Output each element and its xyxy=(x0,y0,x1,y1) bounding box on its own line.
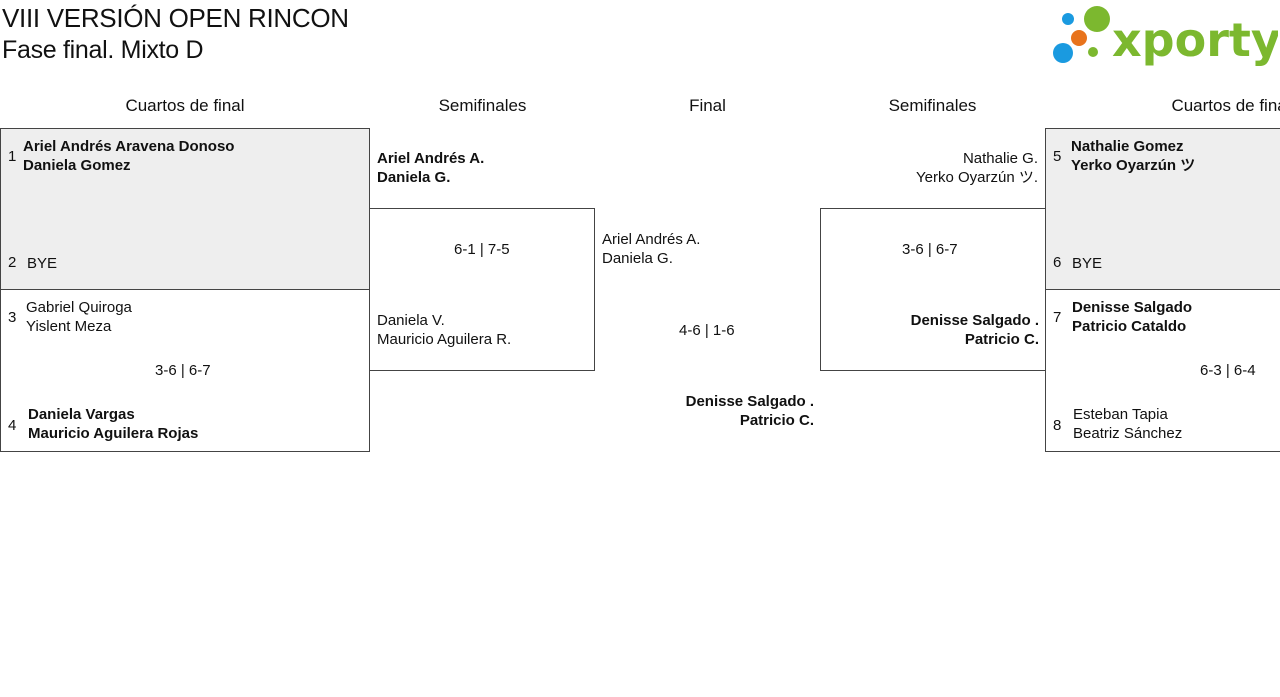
player-name: Daniela G. xyxy=(377,169,451,186)
player-name: Denisse Salgado . xyxy=(685,393,814,410)
column-heading-final: Final xyxy=(689,96,726,115)
page-title: VIII VERSIÓN OPEN RINCON xyxy=(2,3,349,33)
player-name: Denisse Salgado xyxy=(1072,299,1193,316)
player-name: Daniela G. xyxy=(602,250,673,267)
logo-text: xporty xyxy=(1112,13,1278,67)
seed-number: 8 xyxy=(1053,417,1062,434)
player-name: Ariel Andrés A. xyxy=(377,150,485,167)
sf-right-match[interactable]: 3-6 | 6-7 Denisse Salgado . Patricio C. xyxy=(820,208,1046,371)
qf-right-match-1[interactable]: 5 Nathalie Gomez Yerko Oyarzún ツ 6 BYE xyxy=(1045,128,1280,290)
column-heading-qf-right: Cuartos de final xyxy=(1171,96,1280,115)
page-subtitle: Fase final. Mixto D xyxy=(2,36,204,64)
player-name: Daniela Gomez xyxy=(23,157,131,174)
column-heading-qf-left: Cuartos de final xyxy=(125,96,245,115)
seed-number: 2 xyxy=(8,254,17,271)
seed-number: 6 xyxy=(1053,254,1062,271)
seed-number: 7 xyxy=(1053,309,1062,326)
match-score: 6-1 | 7-5 xyxy=(454,241,510,258)
player-name: Yerko Oyarzún ツ xyxy=(1071,157,1196,174)
logo-dots-icon: xporty xyxy=(1053,6,1278,67)
final-score: 4-6 | 1-6 xyxy=(679,322,735,339)
player-name: Gabriel Quiroga xyxy=(26,299,132,316)
qf-left-match-2[interactable]: 3 Gabriel Quiroga Yislent Meza 3-6 | 6-7… xyxy=(0,289,370,452)
player-name: Ariel Andrés Aravena Donoso xyxy=(23,138,235,155)
seed-number: 1 xyxy=(8,148,17,165)
seed-number: 5 xyxy=(1053,148,1062,165)
player-name: Nathalie Gomez xyxy=(1071,138,1184,155)
xporty-logo[interactable]: xporty xyxy=(1052,4,1278,68)
player-name: Nathalie G. xyxy=(962,150,1038,167)
player-name: Patricio C. xyxy=(739,412,814,429)
player-name: Yerko Oyarzún ツ. xyxy=(916,169,1038,186)
player-name: Patricio Cataldo xyxy=(1072,318,1187,335)
player-name: Daniela V. xyxy=(377,312,445,329)
player-name: Patricio C. xyxy=(964,331,1039,348)
qf-right-match-2[interactable]: 7 Denisse Salgado Patricio Cataldo 6-3 |… xyxy=(1045,289,1280,452)
player-name: BYE xyxy=(27,255,58,272)
player-name: Mauricio Aguilera Rojas xyxy=(28,425,199,442)
player-name: Esteban Tapia xyxy=(1073,406,1168,423)
seed-number: 3 xyxy=(8,309,17,326)
player-name: BYE xyxy=(1072,255,1103,272)
column-heading-sf-left: Semifinales xyxy=(438,96,527,115)
qf-left-match-1[interactable]: 1 Ariel Andrés Aravena Donoso Daniela Go… xyxy=(0,128,370,290)
sf-left-match[interactable]: 6-1 | 7-5 Daniela V. Mauricio Aguilera R… xyxy=(369,208,595,371)
match-score: 6-3 | 6-4 xyxy=(1200,362,1256,379)
player-name: Beatriz Sánchez xyxy=(1073,425,1183,442)
column-heading-sf-right: Semifinales xyxy=(888,96,977,115)
match-score: 3-6 | 6-7 xyxy=(902,241,958,258)
match-score: 3-6 | 6-7 xyxy=(155,362,211,379)
player-name: Denisse Salgado . xyxy=(910,312,1039,329)
player-name: Ariel Andrés A. xyxy=(602,231,701,248)
player-name: Daniela Vargas xyxy=(28,406,135,423)
player-name: Yislent Meza xyxy=(26,318,112,335)
seed-number: 4 xyxy=(8,417,17,434)
player-name: Mauricio Aguilera R. xyxy=(377,331,512,348)
